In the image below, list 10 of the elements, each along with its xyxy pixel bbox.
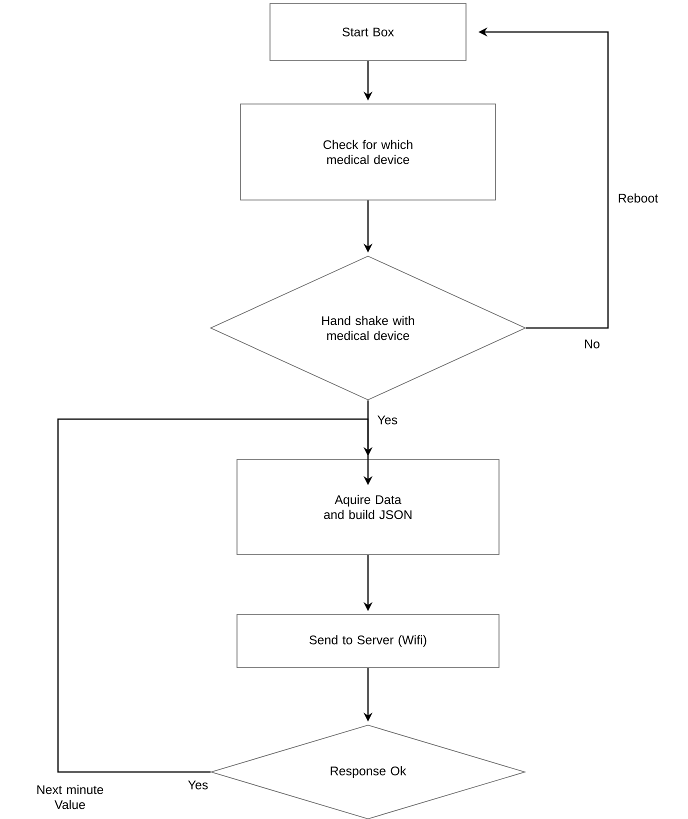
edge-label: Yes bbox=[188, 780, 208, 790]
edge-label: Yes bbox=[377, 416, 398, 424]
edge-label: No bbox=[585, 340, 600, 348]
label: Reboot bbox=[618, 193, 658, 203]
label: Next minute Value bbox=[37, 784, 104, 810]
process-box: Start Box bbox=[270, 3, 466, 61]
process-box: Send to Server (Wifi) bbox=[236, 614, 500, 668]
process-box: Aquire Data and build JSON bbox=[236, 459, 500, 555]
process-box: Check for which medical device bbox=[240, 104, 496, 200]
arrow bbox=[57, 418, 373, 773]
